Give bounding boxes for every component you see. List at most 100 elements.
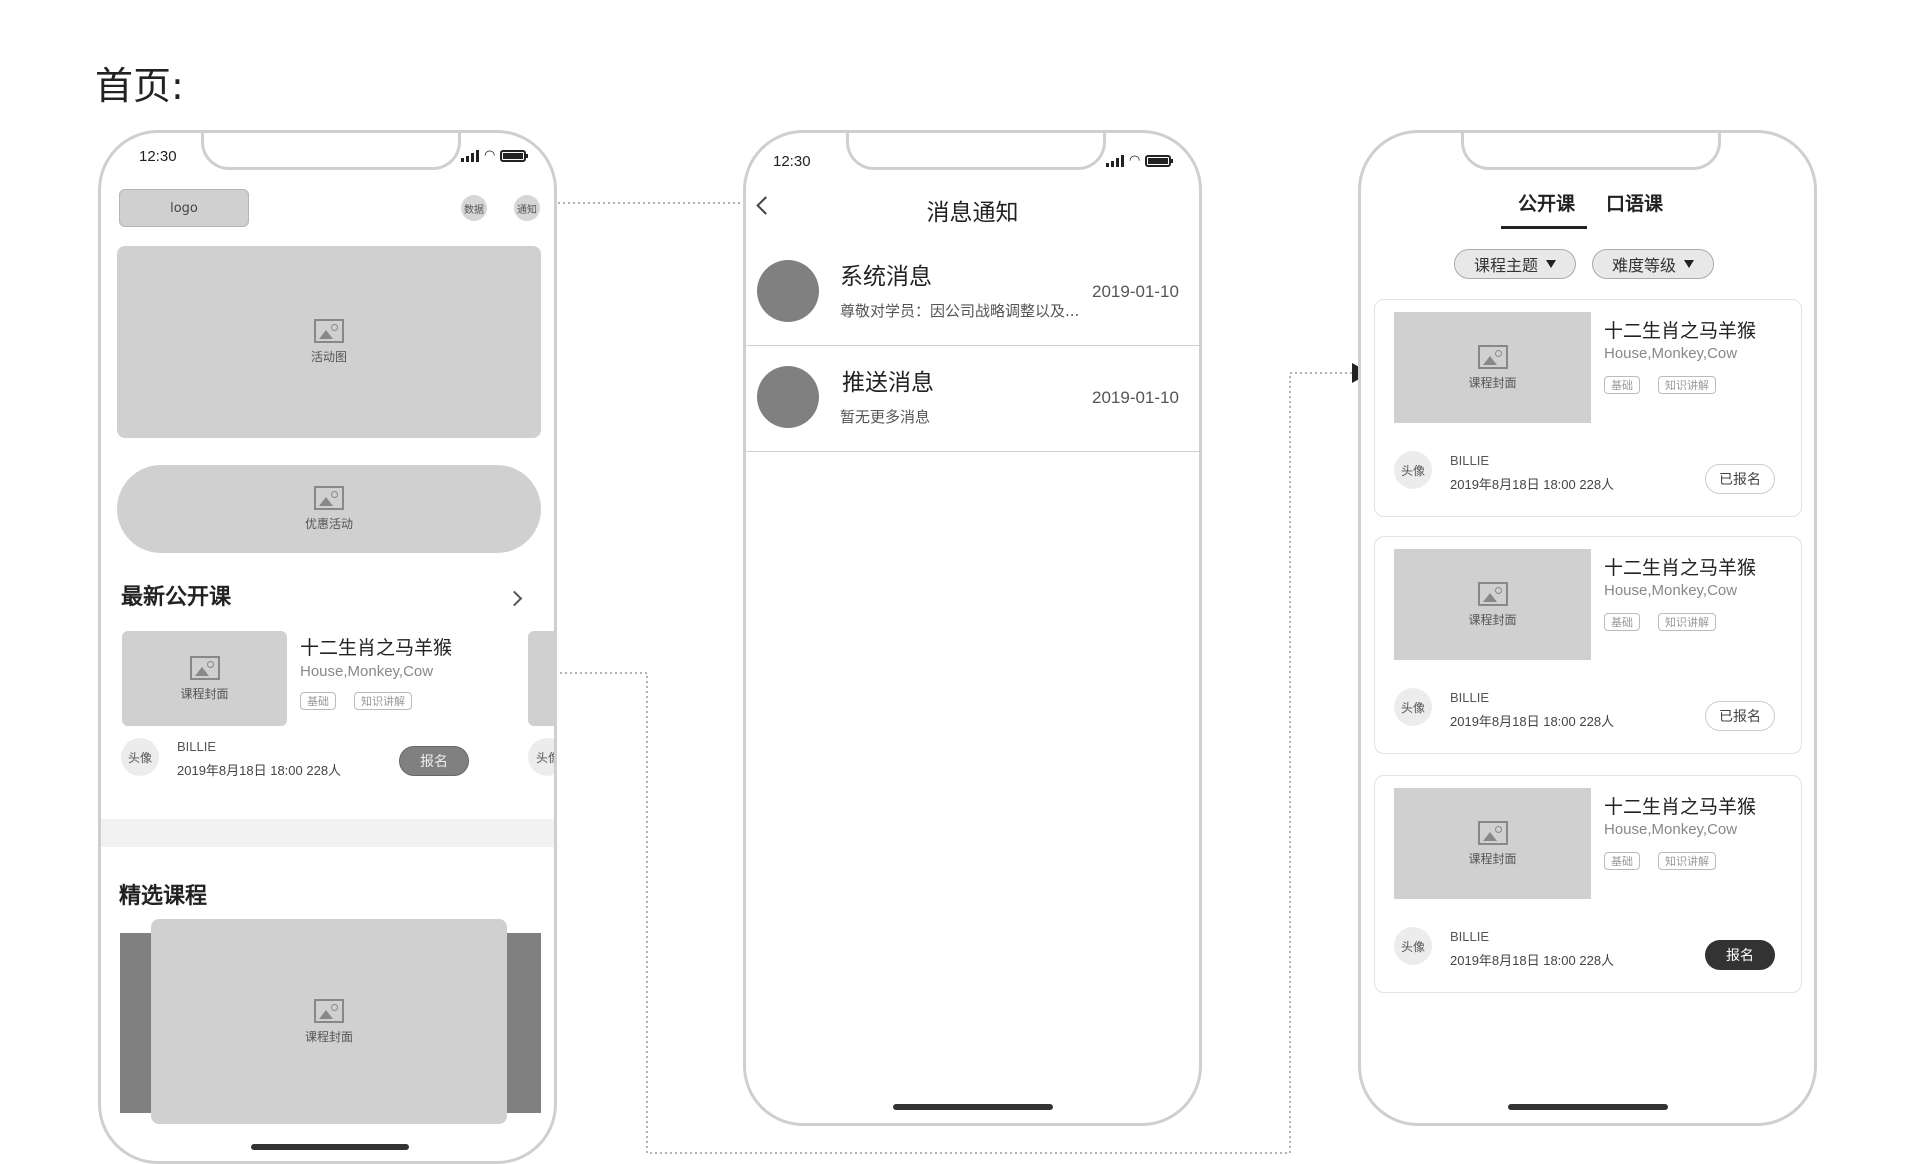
status-icons: ◠ [1106,153,1174,168]
message-title: 系统消息 [840,264,932,290]
image-icon [314,486,344,510]
image-icon [1477,344,1508,369]
featured-card-right-edge[interactable] [501,933,541,1113]
course-tag: 基础 [1604,852,1640,870]
course-tag: 知识讲解 [1658,613,1716,631]
cover-label: 课程封面 [1468,851,1517,866]
avatar: 头像 [1394,927,1432,965]
course-cover: 课程封面 [1394,549,1591,660]
banner-label: 活动图 [310,350,347,364]
registered-button[interactable]: 已报名 [1705,701,1775,731]
phone-notch [1461,133,1721,170]
course-tag: 知识讲解 [354,692,412,710]
image-icon [189,655,220,680]
author-name: BILLIE [177,739,217,754]
topic-filter-dropdown[interactable]: 课程主题 [1454,249,1576,279]
signup-button[interactable]: 报名 [1705,940,1775,970]
signal-icon [461,150,479,162]
promo-banner[interactable]: 优惠活动 [117,465,541,553]
course-title[interactable]: 十二生肖之马羊猴 [300,637,453,659]
cover-label: 课程封面 [1468,612,1517,627]
course-cover: 课程封面 [1394,312,1591,423]
home-indicator [1508,1104,1668,1110]
image-icon [314,998,344,1023]
course-title: 十二生肖之马羊猴 [1604,557,1757,579]
active-tab-indicator [1501,226,1587,229]
message-date: 2019-01-10 [1092,388,1179,407]
wifi-icon: ◠ [484,148,496,163]
latest-courses-title: 最新公开课 [121,585,232,610]
course-meta: 2019年8月18日 18:00 228人 [1450,953,1615,968]
course-subtitle: House,Monkey,Cow [300,663,434,680]
image-icon [314,319,344,343]
section-divider [101,819,554,847]
signup-button[interactable]: 报名 [399,746,469,776]
list-item[interactable]: 系统消息 尊敬对学员：因公司战略调整以及... 2019-01-10 [746,240,1199,346]
course-meta: 2019年8月18日 18:00 228人 [1450,477,1615,492]
home-indicator [893,1104,1053,1110]
course-subtitle: House,Monkey,Cow [1604,582,1738,599]
activity-banner[interactable]: 活动图 [117,246,541,438]
avatar: 头像 [1394,688,1432,726]
phone-notch [846,133,1106,170]
course-cover: 课程封面 [1394,788,1591,899]
cover-label: 课程封面 [180,686,229,701]
data-button[interactable]: 数据 [461,195,487,221]
tab-spoken-course[interactable]: 口语课 [1606,193,1664,215]
cover-label: 课程封面 [1468,375,1517,390]
caret-down-icon [1546,260,1556,268]
avatar: 头像 [1394,451,1432,489]
course-title: 十二生肖之马羊猴 [1604,320,1757,342]
course-tag: 知识讲解 [1658,852,1716,870]
list-item[interactable]: 推送消息 暂无更多消息 2019-01-10 [746,346,1199,452]
registered-button[interactable]: 已报名 [1705,464,1775,494]
course-title: 十二生肖之马羊猴 [1604,796,1757,818]
course-tag: 基础 [1604,613,1640,631]
messages-screen-phone: 12:30 ◠ 消息通知 系统消息 尊敬对学员：因公司战略调整以及... 201… [743,130,1202,1126]
next-course-cover-peek[interactable] [528,631,554,726]
wifi-icon: ◠ [1129,153,1141,168]
course-meta: 2019年8月18日 18:00 228人 [177,763,342,778]
promo-label: 优惠活动 [304,517,353,531]
author-name: BILLIE [1450,929,1490,944]
difficulty-filter-dropdown[interactable]: 难度等级 [1592,249,1714,279]
message-type-icon [757,366,819,428]
chevron-right-icon[interactable] [506,590,523,607]
course-cover[interactable]: 课程封面 [122,631,287,726]
screen-title: 消息通知 [926,200,1019,226]
logo[interactable]: logo [119,189,249,227]
image-icon [1477,581,1508,606]
cover-label: 课程封面 [304,1029,353,1044]
tab-public-course[interactable]: 公开课 [1518,193,1576,215]
image-icon [1477,820,1508,845]
home-indicator [251,1144,409,1150]
dropdown-label: 难度等级 [1611,256,1676,275]
featured-courses-title: 精选课程 [119,884,208,909]
dropdown-label: 课程主题 [1473,256,1538,275]
caret-down-icon [1684,260,1694,268]
message-date: 2019-01-10 [1092,282,1179,301]
battery-icon [500,150,529,162]
course-card[interactable]: 课程封面 十二生肖之马羊猴 House,Monkey,Cow 基础 知识讲解 头… [1374,299,1802,517]
course-tag: 知识讲解 [1658,376,1716,394]
courses-screen-phone: 公开课 口语课 课程主题 难度等级 课程封面 十二生肖之马羊猴 House,Mo… [1358,130,1817,1126]
author-name: BILLIE [1450,690,1490,705]
author-name: BILLIE [1450,453,1490,468]
avatar: 头像 [528,738,554,776]
featured-course-cover[interactable]: 课程封面 [151,919,507,1124]
course-card[interactable]: 课程封面 十二生肖之马羊猴 House,Monkey,Cow 基础 知识讲解 头… [1374,536,1802,754]
message-preview: 尊敬对学员：因公司战略调整以及... [840,302,1080,320]
status-time: 12:30 [773,153,811,170]
page-heading: 首页: [95,64,184,108]
message-title: 推送消息 [842,370,934,396]
notification-button[interactable]: 通知 [514,195,540,221]
course-tag: 基础 [300,692,336,710]
course-subtitle: House,Monkey,Cow [1604,821,1738,838]
home-screen-phone: 12:30 ◠ logo 数据 通知 活动图 优惠活动 最新公开课 课程封面 十… [98,130,557,1164]
message-preview: 暂无更多消息 [840,408,931,426]
signal-icon [1106,155,1124,167]
phone-notch [201,133,461,170]
message-type-icon [757,260,819,322]
battery-icon [1145,155,1174,167]
course-card[interactable]: 课程封面 十二生肖之马羊猴 House,Monkey,Cow 基础 知识讲解 头… [1374,775,1802,993]
